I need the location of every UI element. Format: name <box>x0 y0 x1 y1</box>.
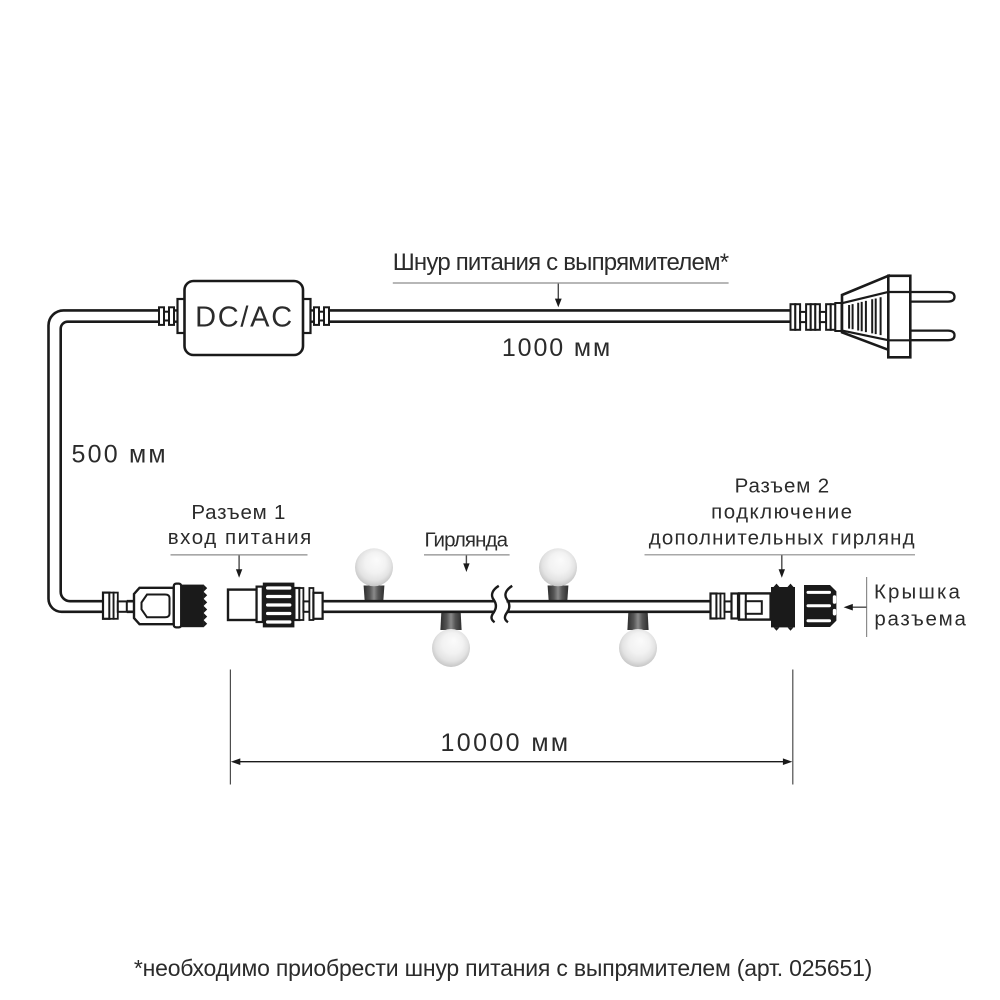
svg-text:подключение: подключение <box>711 501 853 524</box>
svg-text:Гирлянда: Гирлянда <box>424 528 508 551</box>
svg-text:Разъем 2: Разъем 2 <box>735 475 830 498</box>
svg-text:DC/AC: DC/AC <box>195 302 294 334</box>
svg-text:Крышка: Крышка <box>874 581 962 604</box>
svg-text:Разъем 1: Разъем 1 <box>191 501 286 524</box>
svg-text:вход питания: вход питания <box>168 526 313 549</box>
svg-text:*необходимо приобрести шнур пи: *необходимо приобрести шнур питания с вы… <box>134 955 872 981</box>
svg-text:разъема: разъема <box>874 607 967 630</box>
svg-text:дополнительных гирлянд: дополнительных гирлянд <box>649 527 916 550</box>
svg-text:500 мм: 500 мм <box>72 441 168 469</box>
svg-text:1000 мм: 1000 мм <box>502 334 612 362</box>
svg-text:Шнур питания с выпрямителем*: Шнур питания с выпрямителем* <box>393 249 729 276</box>
svg-text:10000 мм: 10000 мм <box>440 729 570 757</box>
